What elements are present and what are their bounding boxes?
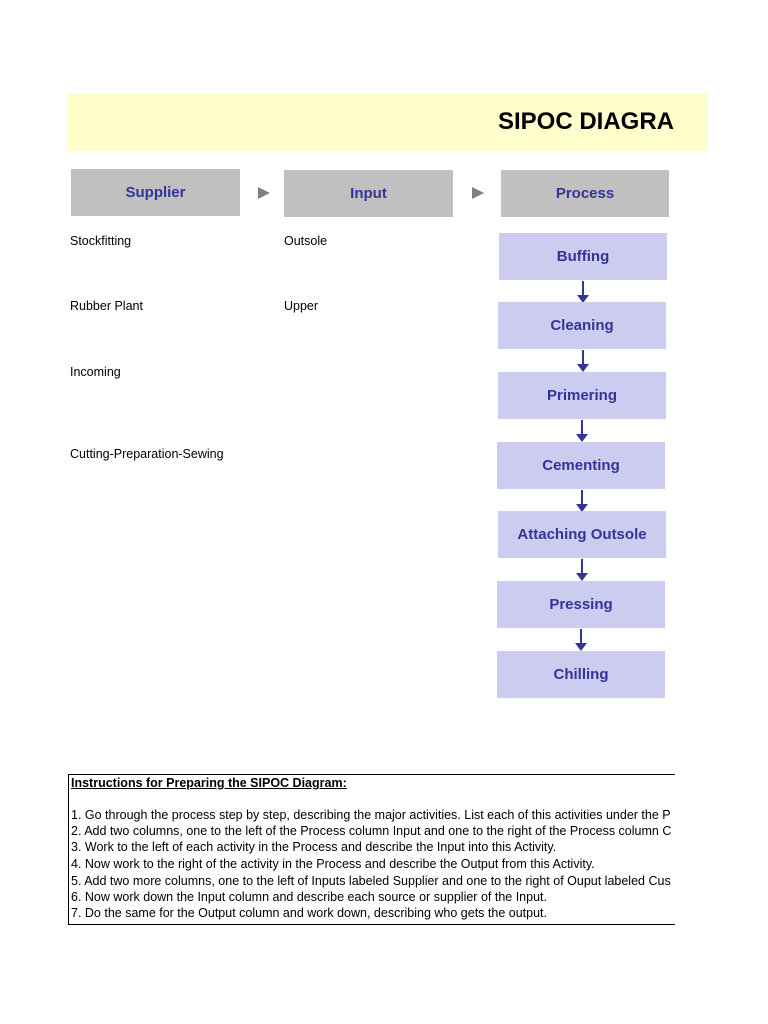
process-step-pressing: Pressing xyxy=(497,581,665,628)
instruction-line: 6. Now work down the Input column and de… xyxy=(71,890,547,904)
down-arrow-icon xyxy=(576,559,588,581)
process-step-primering: Primering xyxy=(498,372,666,419)
supplier-cell: Stockfitting xyxy=(70,234,132,248)
supplier-header: Supplier xyxy=(71,169,240,216)
instruction-line: 2. Add two columns, one to the left of t… xyxy=(71,824,672,838)
input-header: Input xyxy=(284,170,453,217)
diagram-title: SIPOC DIAGRA xyxy=(498,108,674,135)
instruction-line: 4. Now work to the right of the activity… xyxy=(71,857,595,871)
supplier-cell: Incoming xyxy=(70,365,121,379)
supplier-cell: Cutting-Preparation-Sewing xyxy=(70,447,224,461)
process-step-cleaning: Cleaning xyxy=(498,302,666,349)
process-step-cementing: Cementing xyxy=(497,442,665,489)
down-arrow-icon xyxy=(576,490,588,512)
instruction-line: 1. Go through the process step by step, … xyxy=(71,808,671,822)
instruction-line: 7. Do the same for the Output column and… xyxy=(71,906,547,920)
down-arrow-icon xyxy=(577,350,589,372)
title-band xyxy=(68,93,708,151)
instruction-line: 3. Work to the left of each activity in … xyxy=(71,840,557,854)
input-cell: Outsole xyxy=(284,234,328,248)
process-step-chilling: Chilling xyxy=(497,651,665,698)
down-arrow-icon xyxy=(577,281,589,303)
process-header: Process xyxy=(501,170,669,217)
process-step-attaching-outsole: Attaching Outsole xyxy=(498,511,666,558)
instructions-title: Instructions for Preparing the SIPOC Dia… xyxy=(71,776,347,790)
instruction-line: 5. Add two more columns, one to the left… xyxy=(71,874,671,888)
arrow-right-icon xyxy=(258,187,270,199)
process-step-buffing: Buffing xyxy=(499,233,667,280)
input-cell: Upper xyxy=(284,299,319,313)
down-arrow-icon xyxy=(575,629,587,651)
instructions-box: Instructions for Preparing the SIPOC Dia… xyxy=(68,774,675,925)
down-arrow-icon xyxy=(576,420,588,442)
arrow-right-icon xyxy=(472,187,484,199)
supplier-cell: Rubber Plant xyxy=(70,299,143,313)
